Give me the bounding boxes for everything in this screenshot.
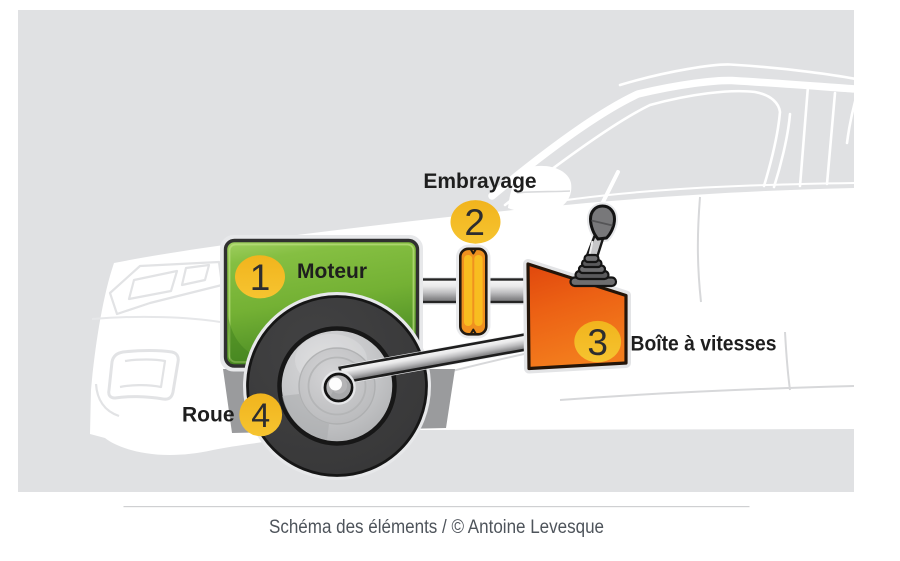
svg-text:Moteur: Moteur (297, 260, 367, 283)
svg-text:Embrayage: Embrayage (423, 170, 536, 193)
svg-text:1: 1 (250, 257, 271, 298)
svg-text:4: 4 (251, 397, 270, 435)
svg-text:Roue: Roue (182, 404, 235, 427)
svg-text:Boîte à vitesses: Boîte à vitesses (631, 333, 777, 356)
svg-text:Schéma des éléments / © Antoin: Schéma des éléments / © Antoine Levesque (269, 517, 604, 538)
svg-text:2: 2 (464, 202, 485, 243)
svg-text:3: 3 (587, 322, 608, 363)
